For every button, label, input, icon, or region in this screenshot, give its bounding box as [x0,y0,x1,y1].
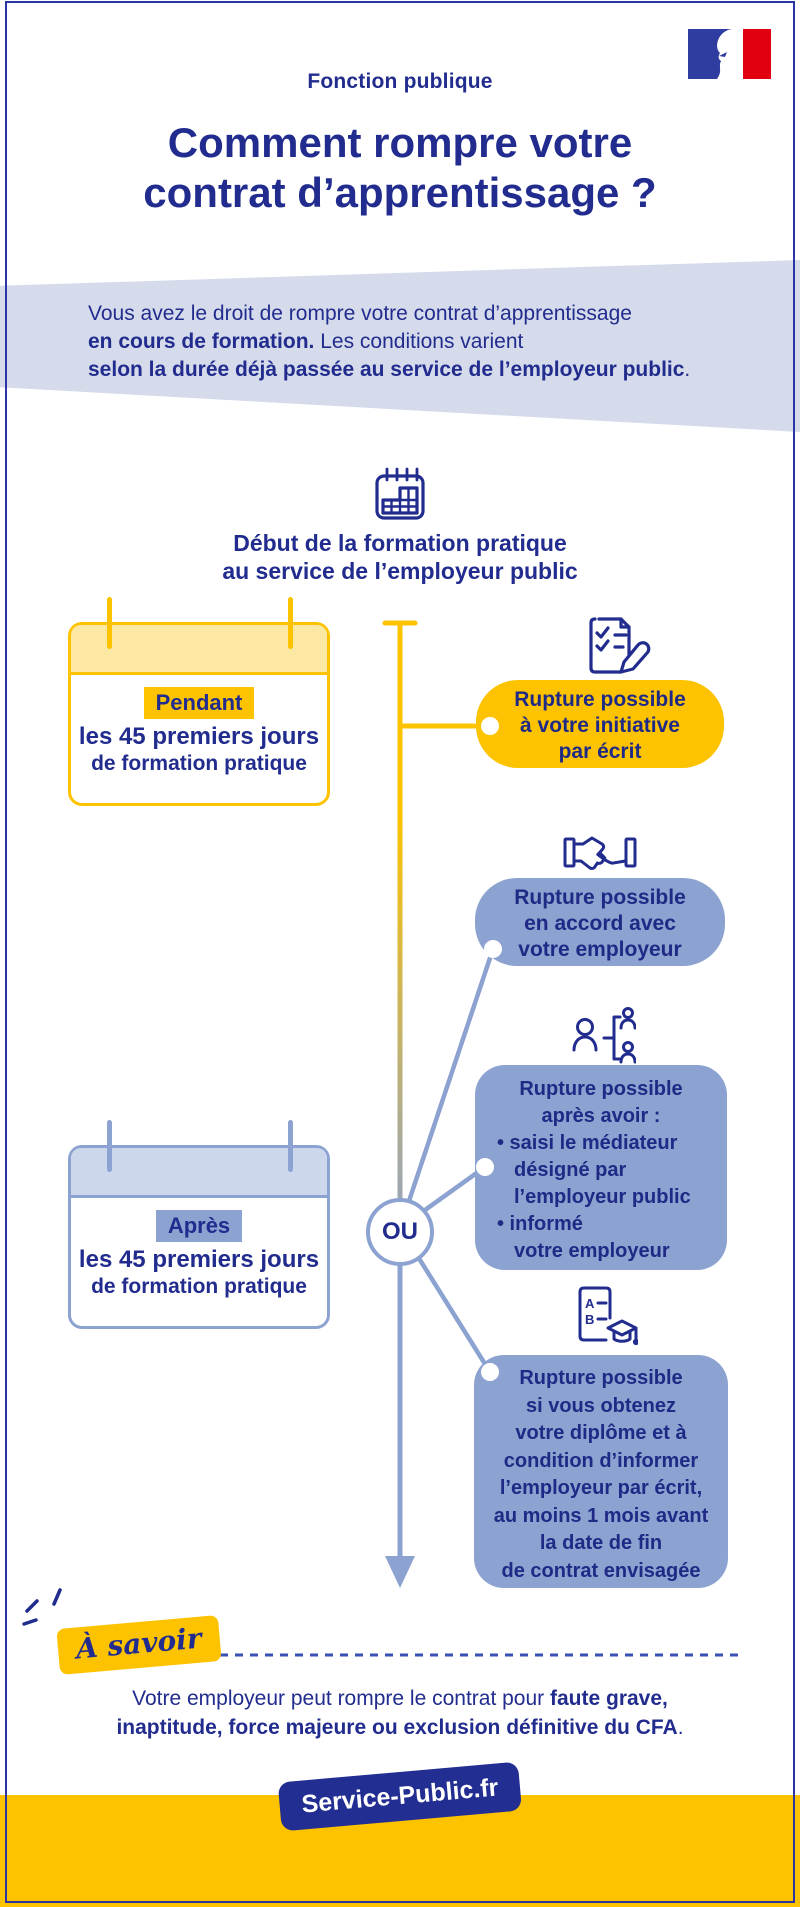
bubble-diplome-line: l’employeur par écrit, [499,1477,703,1499]
apres-card-pin-right [288,1120,293,1172]
bubble-initiative-line: à votre initiative [520,714,680,737]
branch-accord [397,948,496,1229]
bubble-diplome-line: de contrat envisagée [501,1559,701,1582]
timeline-heading-line2: au service de l’employeur public [222,558,578,584]
bubble-mediateur-line: Rupture possible [519,1078,683,1100]
bubble-mediateur-line: votre employeur [514,1240,670,1262]
intro-line2-rest: Les conditions varient [314,330,524,353]
page-title: Comment rompre votre contrat d’apprentis… [0,118,800,218]
connector-dot [481,717,499,735]
note-line1-bold: faute grave, [550,1687,668,1710]
note-line1-regular: Votre employeur peut rompre le contrat p… [132,1687,550,1710]
pendant-card-header [71,625,327,675]
apres-highlight: Après [155,1210,243,1242]
mediator-people-icon [572,1007,636,1064]
or-connector: OU [366,1198,434,1266]
diploma-letter-b: B [585,1312,594,1327]
apres-card-pin-left [107,1120,112,1172]
note-line2-bold: inaptitude, force majeure ou exclusion d… [116,1716,678,1739]
bubble-initiative-line: Rupture possible [514,688,686,711]
page-title-line1: Comment rompre votre [167,119,633,166]
sparkle-rays-icon [22,1588,62,1626]
intro-line3-rest: . [684,358,691,381]
note-line2-rest: . [677,1716,684,1739]
timeline-heading-line1: Début de la formation pratique [233,530,567,556]
bubble-diplome-line: votre diplôme et à [515,1422,687,1444]
page-title-line2: contrat d’apprentissage ? [143,169,657,216]
diploma-icon: A B [578,1286,638,1346]
brand-heading: Fonction publique [307,70,493,93]
apres-line1: les 45 premiers jours [78,1246,320,1273]
written-request-icon [589,617,651,674]
pendant-card-pin-left [107,597,112,649]
note-text: Votre employeur peut rompre le contrat p… [0,1684,800,1742]
bubble-mediateur-line: désigné par [514,1159,627,1181]
bubble-diplome: Rupture possible si vous obtenez votre d… [474,1355,728,1588]
bubble-mediateur: Rupture possible après avoir : • saisi l… [475,1065,727,1270]
bubble-accord-line: votre employeur [518,938,682,961]
pendant-line1: les 45 premiers jours [78,723,320,750]
pendant-highlight: Pendant [143,687,255,719]
connector-dot [476,1158,494,1176]
bubble-diplome-line: Rupture possible [519,1367,683,1389]
diploma-letter-a: A [585,1296,595,1311]
intro-text: Vous avez le droit de rompre votre contr… [88,300,690,384]
bubble-accord-line: Rupture possible [514,886,686,909]
bubble-accord: Rupture possible en accord avec votre em… [475,878,725,966]
bubble-mediateur-line: • informé [497,1213,583,1235]
bubble-mediateur-line: après avoir : [541,1105,661,1127]
apres-card-header [71,1148,327,1198]
bubble-diplome-line: condition d’informer [503,1449,699,1472]
bubble-initiative-line: par écrit [558,740,642,763]
calendar-icon [375,467,425,520]
intro-line3-bold: selon la durée déjà passée au service de… [88,358,685,381]
intro-line2-bold: en cours de formation. [88,330,315,353]
intro-line1: Vous avez le droit de rompre votre contr… [88,302,632,325]
pendant-card-pin-right [288,597,293,649]
bubble-diplome-line: la date de fin [539,1532,663,1554]
pendant-line2: de formation pratique [91,752,307,775]
handshake-icon [563,836,637,871]
apres-line2: de formation pratique [91,1275,307,1298]
french-republic-logo [688,29,771,79]
bubble-mediateur-line: l’employeur public [514,1186,691,1208]
bubble-diplome-line: si vous obtenez [525,1394,677,1417]
pendant-period-card: Pendant les 45 premiers jours de formati… [68,622,330,806]
connector-dot [484,940,502,958]
connector-dot [481,1363,499,1381]
apres-period-card: Après les 45 premiers jours de formation… [68,1145,330,1329]
timeline-heading: Début de la formation pratique au servic… [0,529,800,585]
bubble-diplome-line: au moins 1 mois avant [493,1504,709,1527]
bubble-mediateur-line: • saisi le médiateur [497,1132,678,1154]
or-connector-label: OU [382,1218,418,1245]
bubble-initiative: Rupture possible à votre initiative par … [476,680,724,768]
timeline-arrowhead-icon [385,1556,415,1588]
bubble-accord-line: en accord avec [524,912,676,935]
